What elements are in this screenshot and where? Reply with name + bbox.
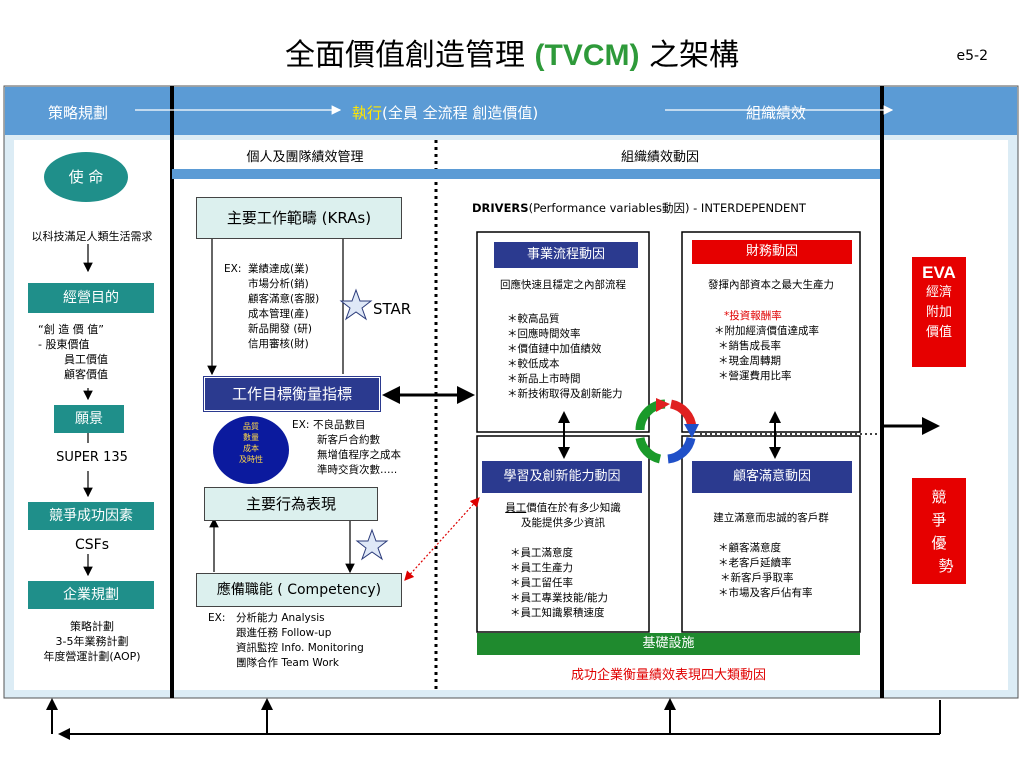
header-personal: 個人及團隊績效管理 [246, 150, 364, 165]
mission-oval: 使 命 [44, 152, 128, 202]
page-title: 全面價值創造管理 (TVCM) 之架構 [284, 38, 740, 73]
header-drivers: 組織績效動因 [620, 150, 699, 165]
learning-title: 學習及創新能力動因 [482, 461, 642, 493]
kpi-circle: 品質 數量 成本 及時性 [213, 416, 289, 484]
kra-ex-label: EX: [224, 263, 242, 275]
planning-lines: 策略計劃 3-5年業務計劃 年度營運計劃(AOP) [43, 620, 141, 663]
planning-box: 企業規劃 [28, 581, 154, 609]
competency-box: 應備職能 ( Competency) [196, 573, 402, 607]
csf-box: 競爭成功因素 [28, 502, 154, 530]
vision-desc: SUPER 135 [56, 450, 128, 465]
band-strategy: 策略規劃 [48, 104, 109, 122]
drivers-footer: 成功企業衡量績效表現四大類動因 [570, 668, 766, 683]
process-items: ＊較高品質 ＊回應時間效率 ＊價值鏈中加值績效 ＊較低成本 ＊新品上市時間 ＊新… [507, 313, 623, 400]
kpi-box: 工作目標衡量指標 [203, 376, 381, 412]
band-execution: 執行(全員 全流程 創造價值) [352, 104, 539, 122]
behavior-box: 主要行為表現 [204, 487, 378, 521]
comp-ex-label: EX: [208, 612, 226, 624]
process-subtitle: 回應快速且穩定之內部流程 [500, 279, 626, 291]
comp-items: 分析能力 Analysis 跟進任務 Follow-up 資訊監控 Info. … [236, 612, 364, 669]
star-label: STAR [373, 300, 412, 318]
finance-items: *投資報酬率 ＊附加經濟價值達成率 ＊銷售成長率 ＊現金周轉期 ＊營運費用比率 [714, 310, 819, 382]
star-icon [339, 288, 373, 321]
learning-subtitle: 員工價值在於有多少知識 及能提供多少資訊 [505, 502, 621, 529]
purpose-lines: “創 造 價 值” - 股東價值 員工價值 顧客價值 [38, 323, 108, 381]
kra-box: 主要工作範疇 (KRAs) [196, 197, 402, 239]
star-icon [355, 528, 389, 561]
kpi-ex-label: EX: [292, 419, 310, 431]
finance-title: 財務動因 [692, 240, 852, 264]
customer-items: ＊顧客滿意度 ＊老客戶延續率 ＊新客戶爭取率 ＊市場及客戶佔有率 [718, 542, 813, 599]
csf-desc: CSFs [74, 537, 109, 553]
customer-subtitle: 建立滿意而忠誠的客戶群 [713, 512, 829, 524]
infrastructure-bar: 基礎設施 [477, 633, 860, 655]
mission-desc: 以科技滿足人類生活需求 [31, 230, 153, 243]
process-title: 事業流程動因 [494, 242, 638, 268]
competitive-advantage-box: 競 爭 優 勢 [912, 478, 966, 584]
kra-items: 業績達成(業) 市場分析(銷) 顧客滿意(客服) 成本管理(產) 新品開發 (研… [248, 263, 320, 350]
kpi-items: 不良品數目 新客戶合約數 無增值程序之成本 準時交貨次數….. [313, 419, 401, 476]
page-number: e5-2 [956, 48, 988, 64]
purpose-box: 經營目的 [28, 283, 154, 313]
eva-box: EVA 經濟 附加 價值 [912, 257, 966, 367]
learning-items: ＊員工滿意度 ＊員工生產力 ＊員工留任率 ＊員工專業技能/能力 ＊員工知識累積速… [510, 547, 609, 619]
finance-subtitle: 發揮內部資本之最大生產力 [708, 279, 834, 291]
band-org-performance: 組織績效 [746, 104, 807, 122]
vision-box: 願景 [54, 405, 124, 433]
cycle-arrows-icon [635, 398, 699, 464]
drivers-heading: DRIVERS(Performance variables動因) - INTER… [472, 201, 806, 215]
customer-title: 顧客滿意動因 [692, 461, 852, 493]
